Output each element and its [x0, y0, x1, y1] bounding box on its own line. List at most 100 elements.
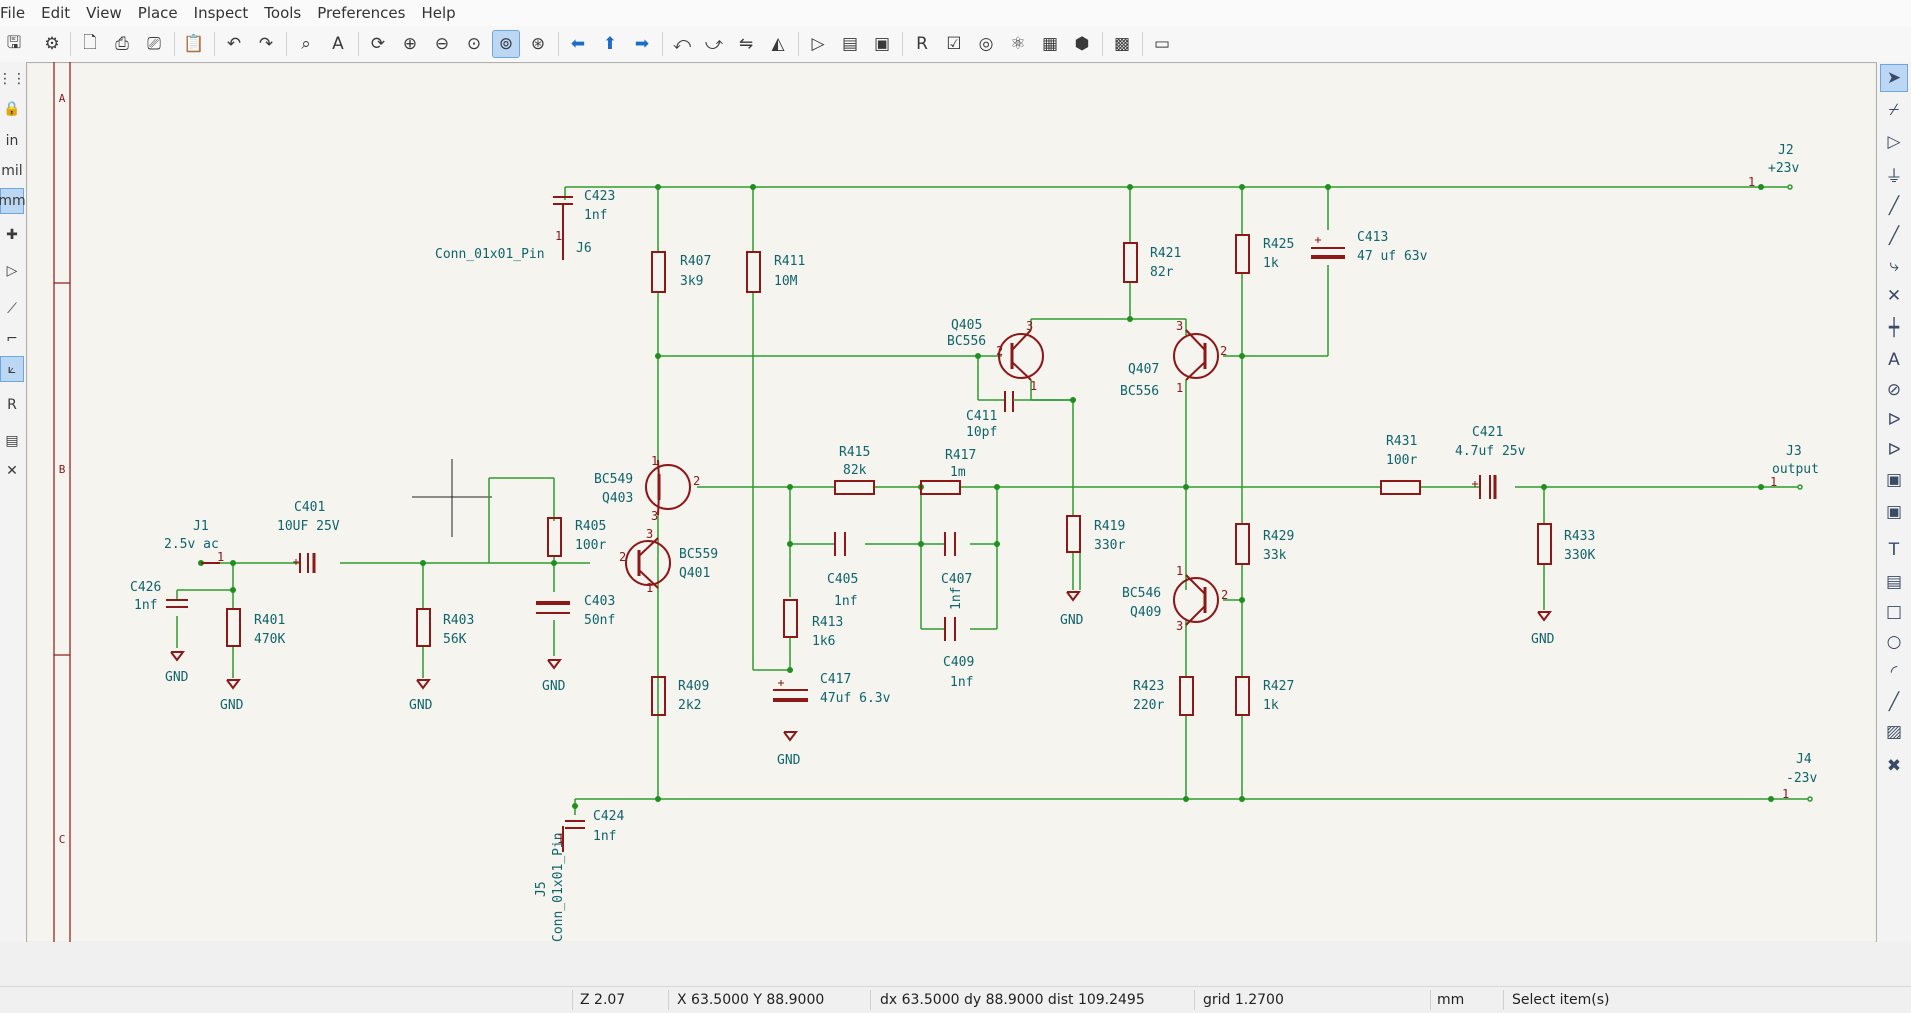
menu-preferences[interactable]: Preferences [317, 4, 406, 22]
menu-inspect[interactable]: Inspect [193, 4, 249, 22]
menu-file[interactable]: File [0, 4, 26, 22]
save-icon[interactable]: 🖫 [6, 32, 22, 53]
properties-icon[interactable]: ✕ [6, 463, 18, 479]
highlight-net-icon[interactable]: ⌿ [1888, 100, 1900, 120]
redo-icon[interactable]: ↷ [258, 34, 274, 54]
zoom-in-icon[interactable]: ⊕ [402, 34, 418, 54]
zoom-selection-icon[interactable]: ⊛ [530, 34, 546, 54]
power-icon[interactable]: ⏚ [1885, 166, 1903, 187]
navigate-forward-icon[interactable]: ➡ [634, 34, 650, 54]
image-icon[interactable]: ▨ [1885, 722, 1903, 742]
svg-text:3: 3 [646, 527, 653, 541]
line-icon[interactable]: ╱ [1888, 692, 1900, 712]
label-icon[interactable]: A [1888, 350, 1900, 370]
junction-icon[interactable]: ┿ [1888, 318, 1900, 338]
page-settings-icon[interactable]: 🗋 [83, 32, 97, 53]
bus-entry-icon[interactable]: ⤷ [1889, 256, 1899, 276]
zoom-out-icon[interactable]: ⊖ [434, 34, 450, 54]
units-mm-button[interactable]: mm [0, 188, 26, 214]
arc-icon[interactable]: ◜ [1890, 662, 1898, 682]
svg-text:1: 1 [557, 832, 564, 846]
menu-edit[interactable]: Edit [41, 4, 71, 22]
undo-icon[interactable]: ↶ [226, 34, 242, 54]
wire-angle-45-icon[interactable]: ⟀ [0, 356, 24, 382]
scripting-console-icon[interactable]: ▭ [1153, 34, 1171, 54]
simulator-icon[interactable]: ◎ [978, 34, 994, 54]
print-icon[interactable]: ⎙ [115, 34, 129, 54]
bom-export-icon[interactable]: ⬢ [1074, 34, 1090, 54]
svg-text:1: 1 [1782, 787, 1789, 801]
menu-help[interactable]: Help [421, 4, 456, 22]
symbol-icon[interactable]: ▷ [1887, 132, 1901, 152]
hier-label-icon[interactable]: ᐅ [1887, 440, 1901, 460]
r423-value: 220r [1133, 698, 1164, 713]
text-icon[interactable]: T [1888, 540, 1900, 560]
r417-body [920, 480, 961, 495]
circle-icon[interactable]: ○ [1886, 632, 1902, 652]
schematic-setup-icon[interactable]: ⚙ [44, 34, 60, 54]
footprint-edit-icon[interactable]: ⚛ [1010, 34, 1026, 54]
grid-icon[interactable]: ⋮⋮ [0, 71, 26, 87]
r411-body [746, 251, 761, 293]
wire-icon[interactable]: ╱ [1888, 196, 1900, 216]
lock-icon[interactable]: 🔒 [3, 101, 21, 117]
paste-icon[interactable]: 📋 [183, 34, 205, 54]
rotate-cw-icon[interactable]: ⤻ [704, 34, 724, 54]
c426-ref: C426 [130, 580, 161, 595]
rectangle-icon[interactable]: □ [1885, 602, 1903, 622]
global-label-icon[interactable]: ᐅ [1887, 410, 1901, 430]
plot-icon[interactable]: ⎚ [147, 34, 161, 54]
delete-icon[interactable]: ✖ [1886, 756, 1902, 776]
rotate-ccw-icon[interactable]: ⤺ [672, 34, 692, 54]
cursor-icon[interactable]: ✚ [6, 227, 18, 243]
pcb-editor-icon[interactable]: ▩ [1113, 34, 1131, 54]
no-connect-icon[interactable]: ✕ [1886, 286, 1902, 306]
zoom-objects-icon[interactable]: ⊚ [492, 30, 520, 58]
symbol-browser-icon[interactable]: ▤ [841, 34, 859, 54]
j5-ref: J5 [534, 881, 549, 897]
select-icon[interactable]: ➤ [1880, 64, 1908, 92]
navigate-up-icon[interactable]: ⬆ [602, 34, 618, 54]
bus-icon[interactable]: ╱ [1888, 226, 1900, 246]
units-mil-button[interactable]: mil [1, 163, 23, 179]
refresh-icon[interactable]: ⟳ [370, 34, 386, 54]
r407-body [651, 251, 666, 293]
footprint-assign-icon[interactable]: ▣ [873, 34, 891, 54]
import-sheet-pin-icon[interactable]: ▣ [1885, 502, 1903, 522]
menu-view[interactable]: View [86, 4, 122, 22]
r415-ref: R415 [839, 445, 870, 460]
j2-value: +23v [1768, 161, 1799, 176]
schematic-canvas[interactable]: A B C [25, 61, 1878, 944]
wire-angle-free-icon[interactable]: ⟋ [7, 301, 17, 317]
status-units: mm [1437, 992, 1465, 1008]
mirror-horizontal-icon[interactable]: ◭ [771, 34, 785, 54]
hierarchy-icon[interactable]: ▤ [5, 433, 19, 449]
units-inch-button[interactable]: in [5, 133, 19, 149]
main-toolbar: 🖫 ⚙ 🗋 ⎙ ⎚ 📋 ↶ ↷ ⌕ A ⟳ ⊕ ⊖ ⊙ ⊚ ⊛ ⬅ ⬆ ➡ ⤺ … [0, 26, 1911, 63]
annotate-icon[interactable]: R [7, 397, 17, 413]
zoom-fit-icon[interactable]: ⊙ [466, 34, 482, 54]
net-class-icon[interactable]: ⊘ [1886, 380, 1902, 400]
hidden-pins-icon[interactable]: ▷ [6, 263, 18, 279]
mirror-vertical-icon[interactable]: ⇋ [738, 34, 754, 54]
find-icon[interactable]: ⌕ [301, 34, 311, 54]
symbol-editor-icon[interactable]: ▷ [811, 34, 825, 54]
menu-place[interactable]: Place [137, 4, 178, 22]
r431-ref: R431 [1386, 434, 1417, 449]
border-label-b: B [59, 463, 66, 476]
find-replace-icon[interactable]: A [332, 34, 344, 54]
wire-angle-90-icon[interactable]: ⌐ [6, 331, 18, 347]
q403-body [645, 464, 691, 510]
annotate-icon[interactable]: R [916, 34, 928, 54]
menu-tools[interactable]: Tools [264, 4, 302, 22]
erc-icon[interactable]: ☑ [946, 34, 962, 54]
hier-sheet-icon[interactable]: ▣ [1885, 470, 1903, 490]
navigate-back-icon[interactable]: ⬅ [570, 34, 586, 54]
bom-icon[interactable]: ▦ [1041, 34, 1059, 54]
svg-text:1: 1 [646, 581, 653, 595]
j6-value: Conn_01x01_Pin [435, 247, 545, 262]
textbox-icon[interactable]: ▤ [1885, 572, 1903, 592]
c405-ref: C405 [827, 572, 858, 587]
connector-ends [1765, 184, 1813, 802]
c411-ref: C411 [966, 409, 997, 424]
